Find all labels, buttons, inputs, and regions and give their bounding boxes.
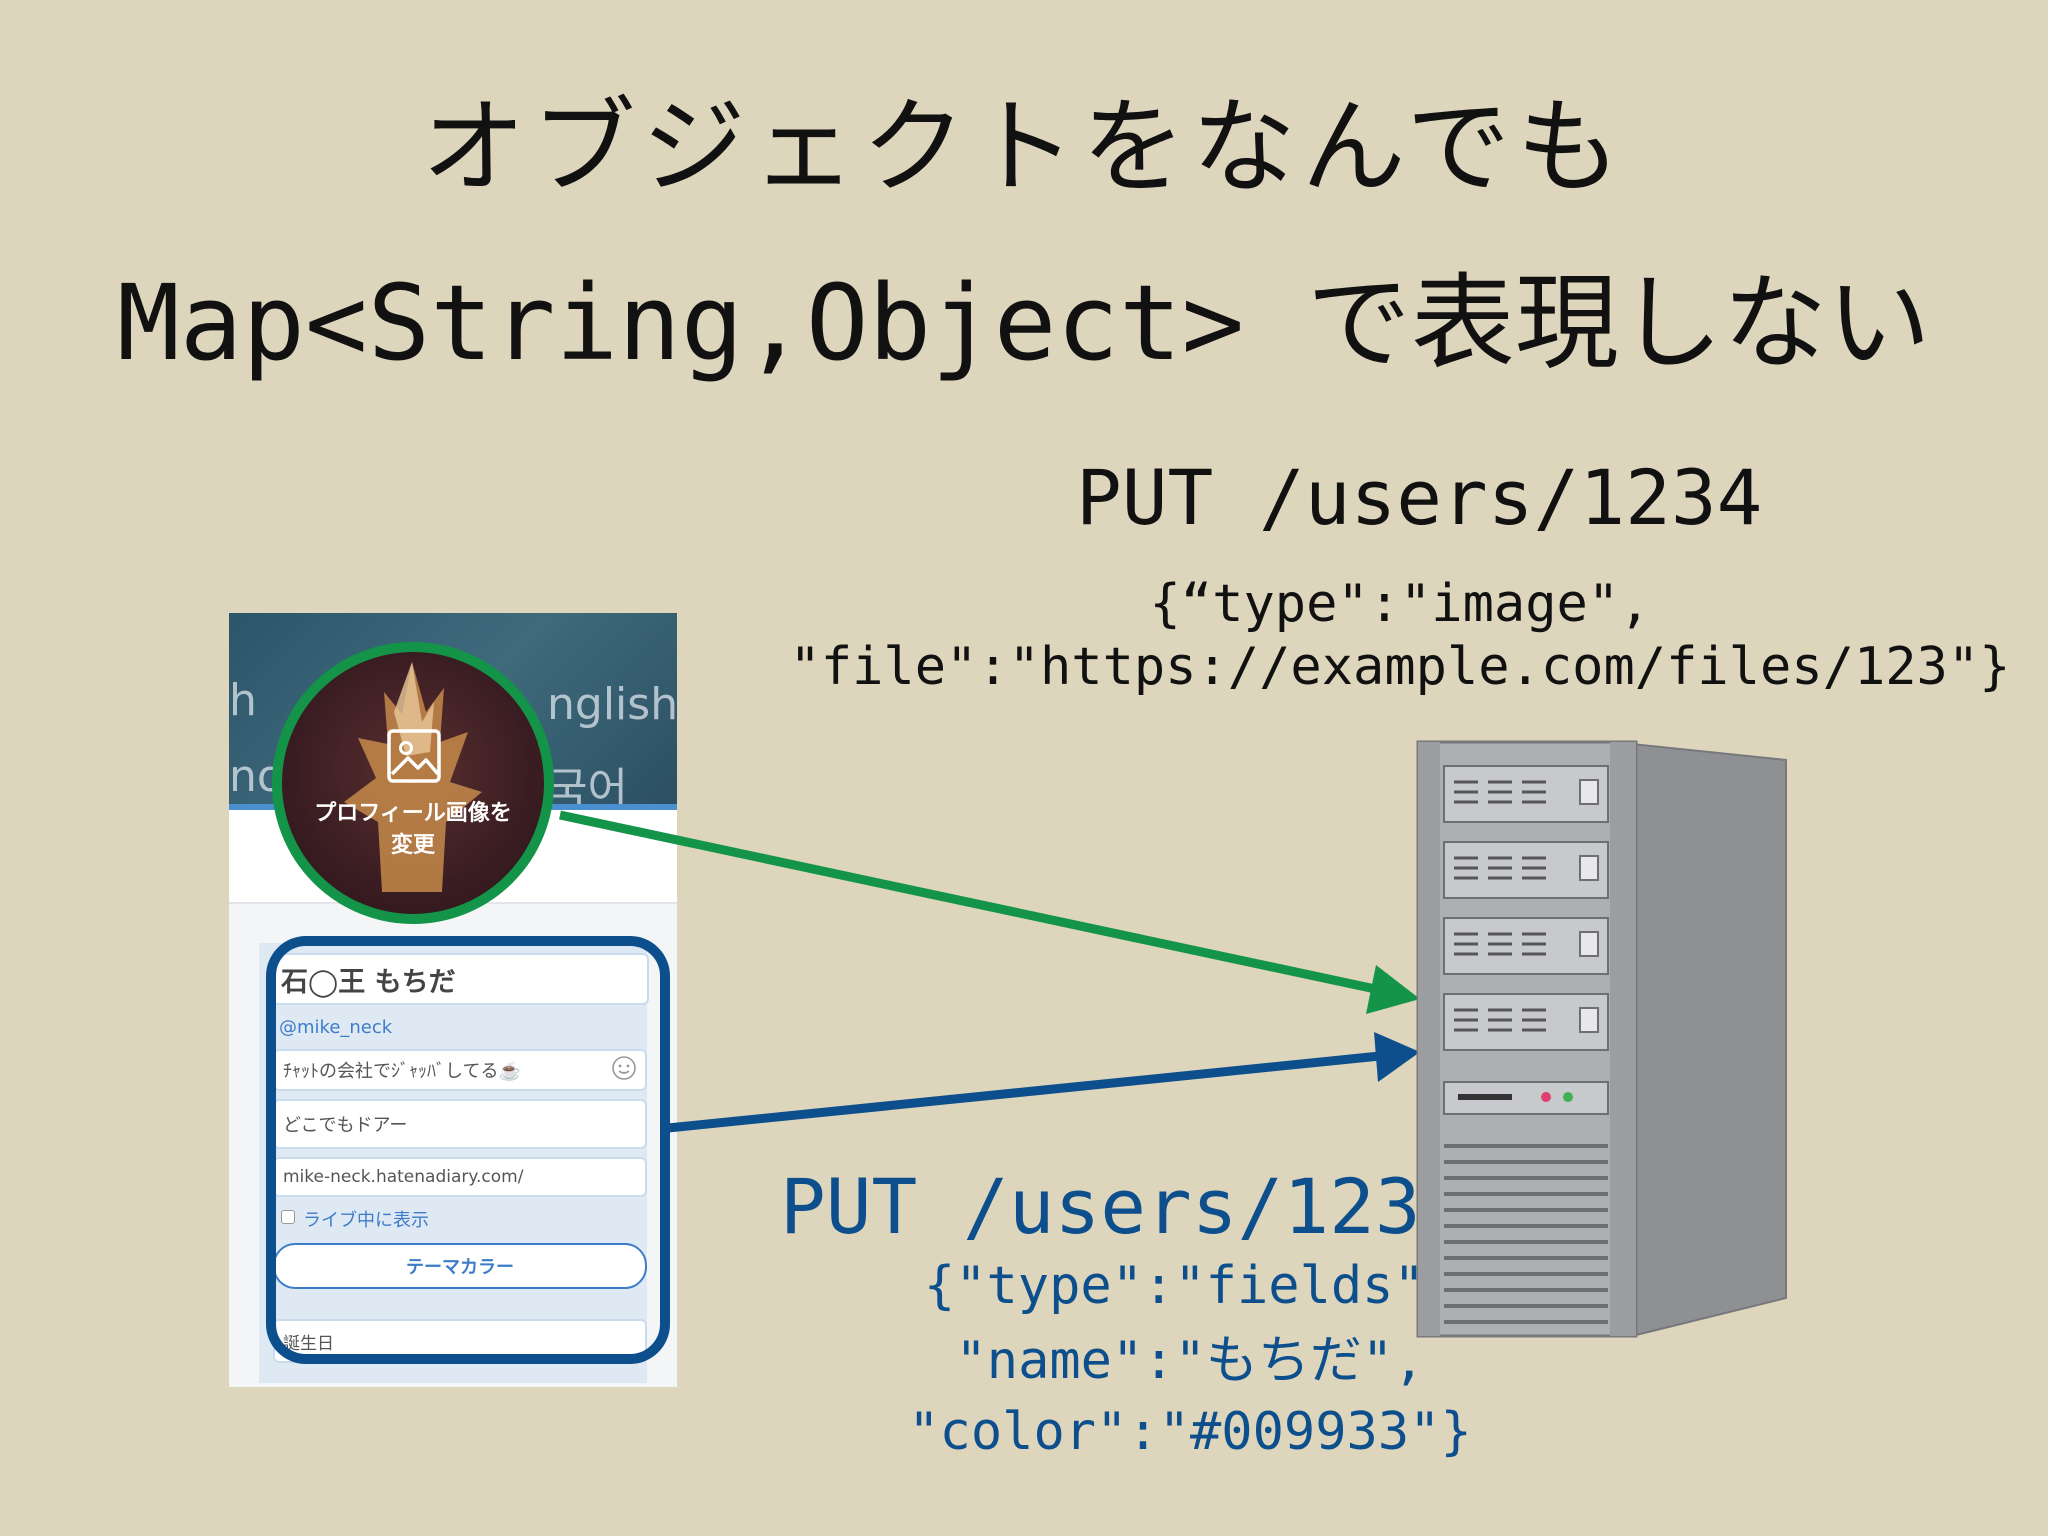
fields-request-body-line3: "color":"#009933"} bbox=[908, 1402, 1472, 1462]
theme-color-button-label: テーマカラー bbox=[406, 1257, 514, 1278]
location-input[interactable]: どこでもドアー bbox=[273, 1099, 647, 1149]
banner-text-left: h bbox=[229, 675, 257, 726]
slide-title-line2: Map<String,Object> で表現しない bbox=[117, 262, 1931, 384]
bio-value: ﾁｬｯﾄの会社でｼﾞｬｯﾊﾞしてる☕️ bbox=[283, 1061, 521, 1082]
server-icon bbox=[1416, 740, 1787, 1338]
fields-request-body-line1: {"type":"fields", bbox=[923, 1256, 1457, 1316]
banner-text-right: nglish bbox=[547, 679, 677, 730]
live-checkbox-label: ライブ中に表示 bbox=[303, 1210, 429, 1231]
image-request-method: PUT /users/1234 bbox=[1076, 453, 1763, 542]
website-input[interactable]: mike-neck.hatenadiary.com/ bbox=[273, 1157, 647, 1197]
live-checkbox[interactable] bbox=[281, 1210, 295, 1224]
handle-text: @mike_neck bbox=[279, 1017, 393, 1038]
image-icon bbox=[387, 729, 441, 783]
website-value: mike-neck.hatenadiary.com/ bbox=[283, 1167, 524, 1187]
location-value: どこでもドアー bbox=[283, 1115, 408, 1136]
bio-input[interactable]: ﾁｬｯﾄの会社でｼﾞｬｯﾊﾞしてる☕️ bbox=[273, 1049, 647, 1091]
slide-title-line1: オブジェクトをなんでも bbox=[421, 86, 1627, 208]
fields-request-method: PUT /users/1234 bbox=[780, 1162, 1467, 1251]
fields-highlight-frame bbox=[266, 936, 670, 1364]
image-request-body-line1: {“type":"image", bbox=[1149, 574, 1651, 634]
avatar-label-line1: プロフィール画像を bbox=[314, 801, 512, 826]
image-arrow-icon bbox=[559, 810, 1420, 1014]
theme-color-button[interactable]: テーマカラー bbox=[273, 1243, 647, 1289]
emoji-icon[interactable] bbox=[611, 1055, 637, 1081]
fields-request-body-line2: "name":"もちだ", bbox=[955, 1331, 1425, 1391]
image-request-body-line2: "file":"https://example.com/files/123"} bbox=[789, 637, 2011, 697]
avatar-change-button[interactable]: プロフィール画像を 変更 bbox=[272, 642, 554, 924]
name-input[interactable]: 石◯王 もちだ bbox=[271, 953, 649, 1005]
fields-arrow-icon bbox=[667, 1032, 1420, 1133]
avatar-label-line2: 変更 bbox=[390, 833, 435, 858]
